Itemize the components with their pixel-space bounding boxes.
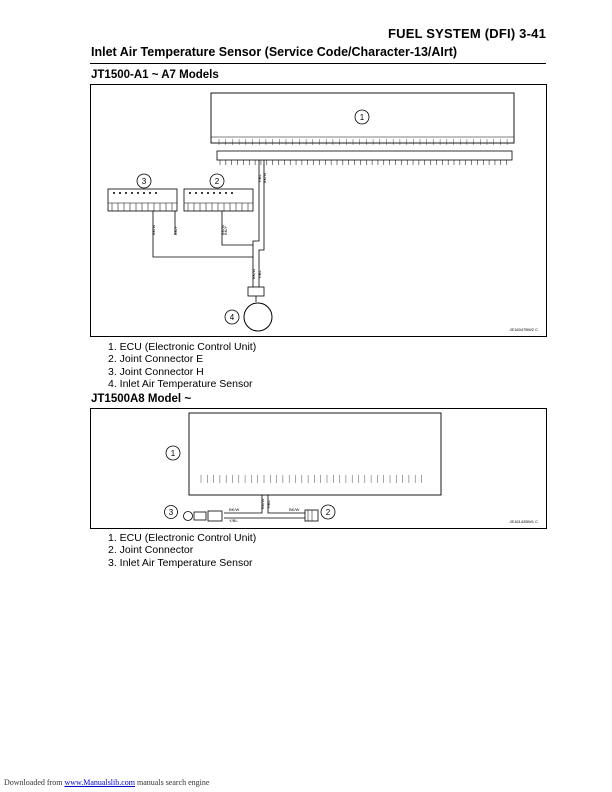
junction-dot — [155, 192, 157, 194]
sensor-connector — [247, 286, 265, 297]
joint-connector-e — [183, 188, 254, 212]
figure2-model-title: JT1500A8 Model ~ — [91, 393, 192, 405]
wire-label: Y/BL — [229, 518, 238, 523]
callout-3 — [136, 173, 152, 189]
legend-item: 3. Inlet Air Temperature Sensor — [108, 556, 253, 569]
junction-dot — [219, 192, 221, 194]
footer-suffix: manuals search engine — [135, 778, 210, 787]
callout-3 — [164, 505, 178, 519]
figure2-code: JE16142BW1 C — [510, 519, 539, 524]
callout-2 — [209, 173, 225, 189]
legend-item: 1. ECU (Electronic Control Unit) — [108, 532, 257, 544]
junction-dot — [195, 192, 197, 194]
ecu-connector — [216, 150, 513, 161]
wire-label: BK/Y — [223, 226, 228, 235]
junction-dot — [125, 192, 127, 194]
figure2-wires — [224, 495, 305, 519]
junction-dot — [201, 192, 203, 194]
junction-dot — [143, 192, 145, 194]
section-divider — [90, 63, 546, 64]
callout-3-label: 3 — [169, 508, 174, 517]
callout-4-label: 4 — [230, 313, 235, 322]
figure1-legend: 1. ECU (Electronic Control Unit) 2. Join… — [108, 341, 256, 390]
wire-label: BK/W — [260, 499, 265, 509]
wire-label: BK/W — [220, 225, 225, 235]
legend-item: 4. Inlet Air Temperature Sensor — [108, 377, 253, 390]
legend-item: 2. Joint Connector — [108, 544, 194, 557]
figure1-wiring-diagram: 1 3 2 Y/BL BK/W BK/W BK/Y BK/W BK/Y BK/W — [90, 84, 547, 337]
wire-label: BK/W — [251, 269, 256, 279]
junction-dot — [207, 192, 209, 194]
callout-1 — [165, 445, 181, 461]
figure2-wiring-diagram: 1 BK/W Y/BL BK/W Y/BL BK/W 3 2 JE16142BW… — [90, 408, 547, 529]
wire-label: BK/Y — [173, 226, 178, 235]
callout-4 — [224, 309, 240, 325]
wire-label: BK/W — [289, 507, 299, 512]
inlet-air-temperature-sensor — [243, 302, 273, 332]
figure1-wires — [152, 160, 265, 287]
legend-item: 1. ECU (Electronic Control Unit) — [108, 341, 257, 353]
sensor-harness-connector — [207, 510, 223, 522]
callout-2-label: 2 — [215, 177, 220, 186]
junction-dot — [189, 192, 191, 194]
callout-2-label: 2 — [326, 508, 331, 517]
junction-dot — [149, 192, 151, 194]
wire-label: Y/BL — [257, 174, 262, 183]
callout-3-label: 3 — [142, 177, 147, 186]
footer-prefix: Downloaded from — [4, 778, 65, 787]
junction-dot — [119, 192, 121, 194]
joint-connector — [304, 509, 319, 522]
wire-label: Y/BL — [257, 270, 262, 279]
joint-connector-h — [107, 188, 178, 212]
inlet-air-temperature-sensor — [183, 511, 193, 521]
junction-dot — [213, 192, 215, 194]
manualslib-link[interactable]: www.Manualslib.com — [64, 778, 136, 787]
figure2-legend: 1. ECU (Electronic Control Unit) 2. Join… — [108, 532, 256, 569]
junction-dot — [131, 192, 133, 194]
page-header-title: FUEL SYSTEM (DFI) 3-41 — [387, 26, 546, 41]
callout-1-label: 1 — [360, 113, 365, 122]
figure1-diagram-canvas: 1 3 2 Y/BL BK/W BK/W BK/Y BK/W BK/Y BK/W — [107, 92, 539, 332]
junction-dot — [137, 192, 139, 194]
legend-item: 2. Joint Connector E — [108, 353, 204, 366]
figure1-code: JE16047BW2 C — [510, 327, 539, 332]
junction-dot — [113, 192, 115, 194]
callout-1 — [354, 109, 370, 125]
section-title: Inlet Air Temperature Sensor (Service Co… — [91, 45, 458, 59]
figure1-model-title: JT1500-A1 ~ A7 Models — [91, 69, 219, 81]
junction-dot — [225, 192, 227, 194]
wire-label: BK/W — [151, 225, 156, 235]
wire-label: BK/W — [229, 507, 239, 512]
ecu-box — [188, 412, 442, 496]
callout-1-label: 1 — [171, 449, 176, 458]
legend-item: 3. Joint Connector H — [108, 365, 204, 378]
figure2-diagram-canvas: 1 BK/W Y/BL BK/W Y/BL BK/W 3 2 JE16142BW… — [164, 412, 539, 524]
callout-2 — [320, 504, 336, 520]
wire-label: Y/BL — [266, 500, 271, 509]
wire-label: BK/W — [262, 173, 267, 183]
footer: Downloaded from www.Manualslib.com manua… — [4, 778, 209, 787]
sensor-connector — [193, 511, 207, 521]
junction-dot — [231, 192, 233, 194]
